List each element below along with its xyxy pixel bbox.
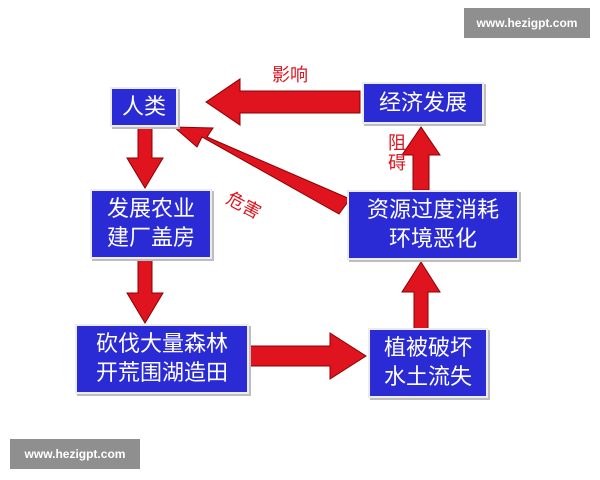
arrow-agriculture-to-deforestation	[126, 259, 164, 324]
watermark-top: www.hezigpt.com	[464, 8, 590, 38]
node-agriculture-line-2: 建厂盖房	[106, 226, 195, 251]
edge-label-hinder: 阻 碍	[387, 134, 407, 174]
node-vegetation: 植被破坏 水土流失	[368, 328, 488, 398]
node-agriculture-line-1: 发展农业	[106, 197, 195, 222]
node-deforestation-line-2: 开荒围湖造田	[95, 361, 228, 386]
arrow-vegetation-to-resources	[401, 261, 441, 331]
node-humans-line-1: 人类	[121, 94, 166, 120]
node-resources-line-1: 资源过度消耗	[366, 198, 499, 223]
node-economy: 经济发展	[362, 82, 484, 124]
edge-label-hinder-char-1: 阻	[388, 133, 406, 154]
node-humans: 人类	[110, 87, 178, 127]
arrow-economy-to-humans	[205, 78, 361, 126]
node-economy-line-1: 经济发展	[378, 90, 467, 116]
node-agriculture: 发展农业 建厂盖房	[90, 189, 212, 259]
node-deforestation: 砍伐大量森林 开荒围湖造田	[75, 324, 249, 394]
watermark-bottom: www.hezigpt.com	[10, 439, 140, 469]
node-deforestation-line-1: 砍伐大量森林	[95, 332, 228, 357]
arrow-resources-to-economy	[401, 126, 441, 191]
arrow-deforestation-to-vegetation	[247, 332, 367, 380]
node-vegetation-line-2: 水土流失	[383, 365, 472, 390]
node-resources-line-2: 环境恶化	[388, 227, 477, 252]
edge-label-hinder-char-2: 碍	[388, 153, 406, 174]
arrow-resources-to-humans	[172, 126, 351, 215]
node-resources: 资源过度消耗 环境恶化	[347, 190, 519, 260]
edge-label-influence: 影响	[272, 65, 308, 86]
node-vegetation-line-1: 植被破坏	[383, 336, 472, 361]
arrow-humans-to-agriculture	[126, 127, 164, 189]
